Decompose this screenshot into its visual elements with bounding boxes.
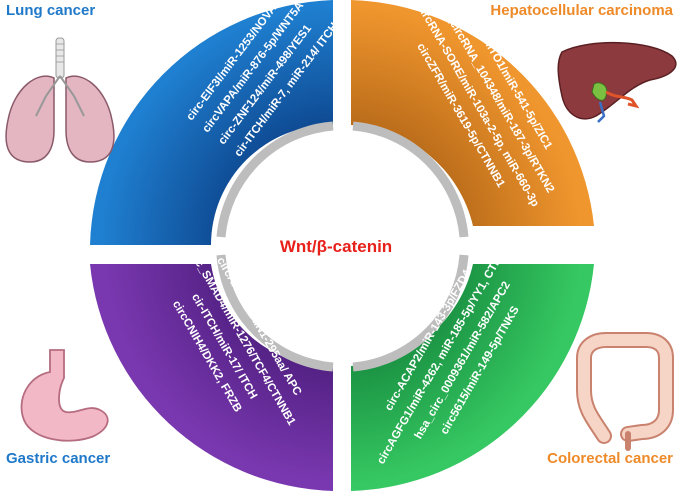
gastric-cancer-title: Gastric cancer xyxy=(6,450,111,467)
colorectal-sector xyxy=(351,264,594,491)
gastric-sector xyxy=(90,264,333,491)
hepatocellular-carcinoma-title: Hepatocellular carcinoma xyxy=(490,2,673,19)
lungs-icon xyxy=(5,37,115,163)
colorectal-cancer-title: Colorectal cancer xyxy=(547,450,673,467)
liver-sector xyxy=(351,0,594,226)
liver-icon xyxy=(557,41,677,123)
center-label: Wnt/β-catenin xyxy=(280,237,392,256)
lung-sector xyxy=(90,0,333,245)
stomach-icon xyxy=(20,349,109,442)
colon-icon xyxy=(576,332,674,451)
center-ring xyxy=(216,121,469,372)
lung-cancer-title: Lung cancer xyxy=(6,2,96,19)
